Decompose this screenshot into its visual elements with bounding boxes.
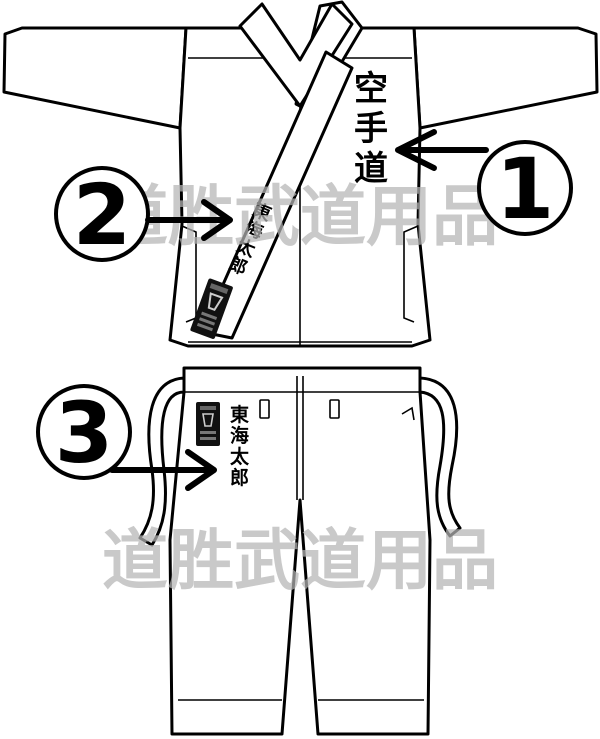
marker-number: 3 — [55, 384, 113, 482]
belt — [200, 50, 354, 340]
marker-1: 1 — [395, 129, 573, 238]
jacket-embroidery: 空 手 道 — [354, 69, 388, 189]
pants — [138, 366, 462, 736]
arrow-left-icon — [395, 129, 489, 171]
jacket-collar-band — [238, 2, 354, 108]
pants-embroidery-char: 太 — [230, 445, 250, 468]
pants-embroidery-char: 海 — [230, 424, 249, 447]
marker-3: 3 — [36, 384, 217, 491]
marker-2: 2 — [54, 166, 233, 264]
arrow-right-icon — [145, 199, 233, 241]
brand-tag-icon — [196, 402, 220, 446]
pants-left-string — [138, 376, 186, 547]
jacket-embroidery-char: 手 — [354, 109, 388, 149]
pants-embroidery: 東 海 太 郎 — [230, 403, 250, 489]
pants-embroidery-char: 郎 — [230, 466, 249, 489]
belt-brand-tag — [190, 278, 233, 339]
pants-brand-tag — [196, 402, 220, 446]
marker-number: 2 — [73, 166, 131, 264]
pants-embroidery-char: 東 — [230, 403, 249, 426]
jacket-right-sleeve — [412, 26, 599, 130]
watermark-bottom: 道胜武道用品 — [102, 522, 498, 599]
watermark-top: 道胜武道用品 — [102, 178, 498, 255]
jacket-left-sleeve — [2, 26, 188, 130]
arrow-right-icon — [109, 449, 217, 491]
jacket-embroidery-char: 道 — [354, 149, 388, 189]
pants-right-string — [418, 376, 462, 538]
marker-number: 1 — [496, 140, 554, 238]
jacket-embroidery-char: 空 — [354, 69, 388, 109]
pants-details — [178, 376, 424, 701]
